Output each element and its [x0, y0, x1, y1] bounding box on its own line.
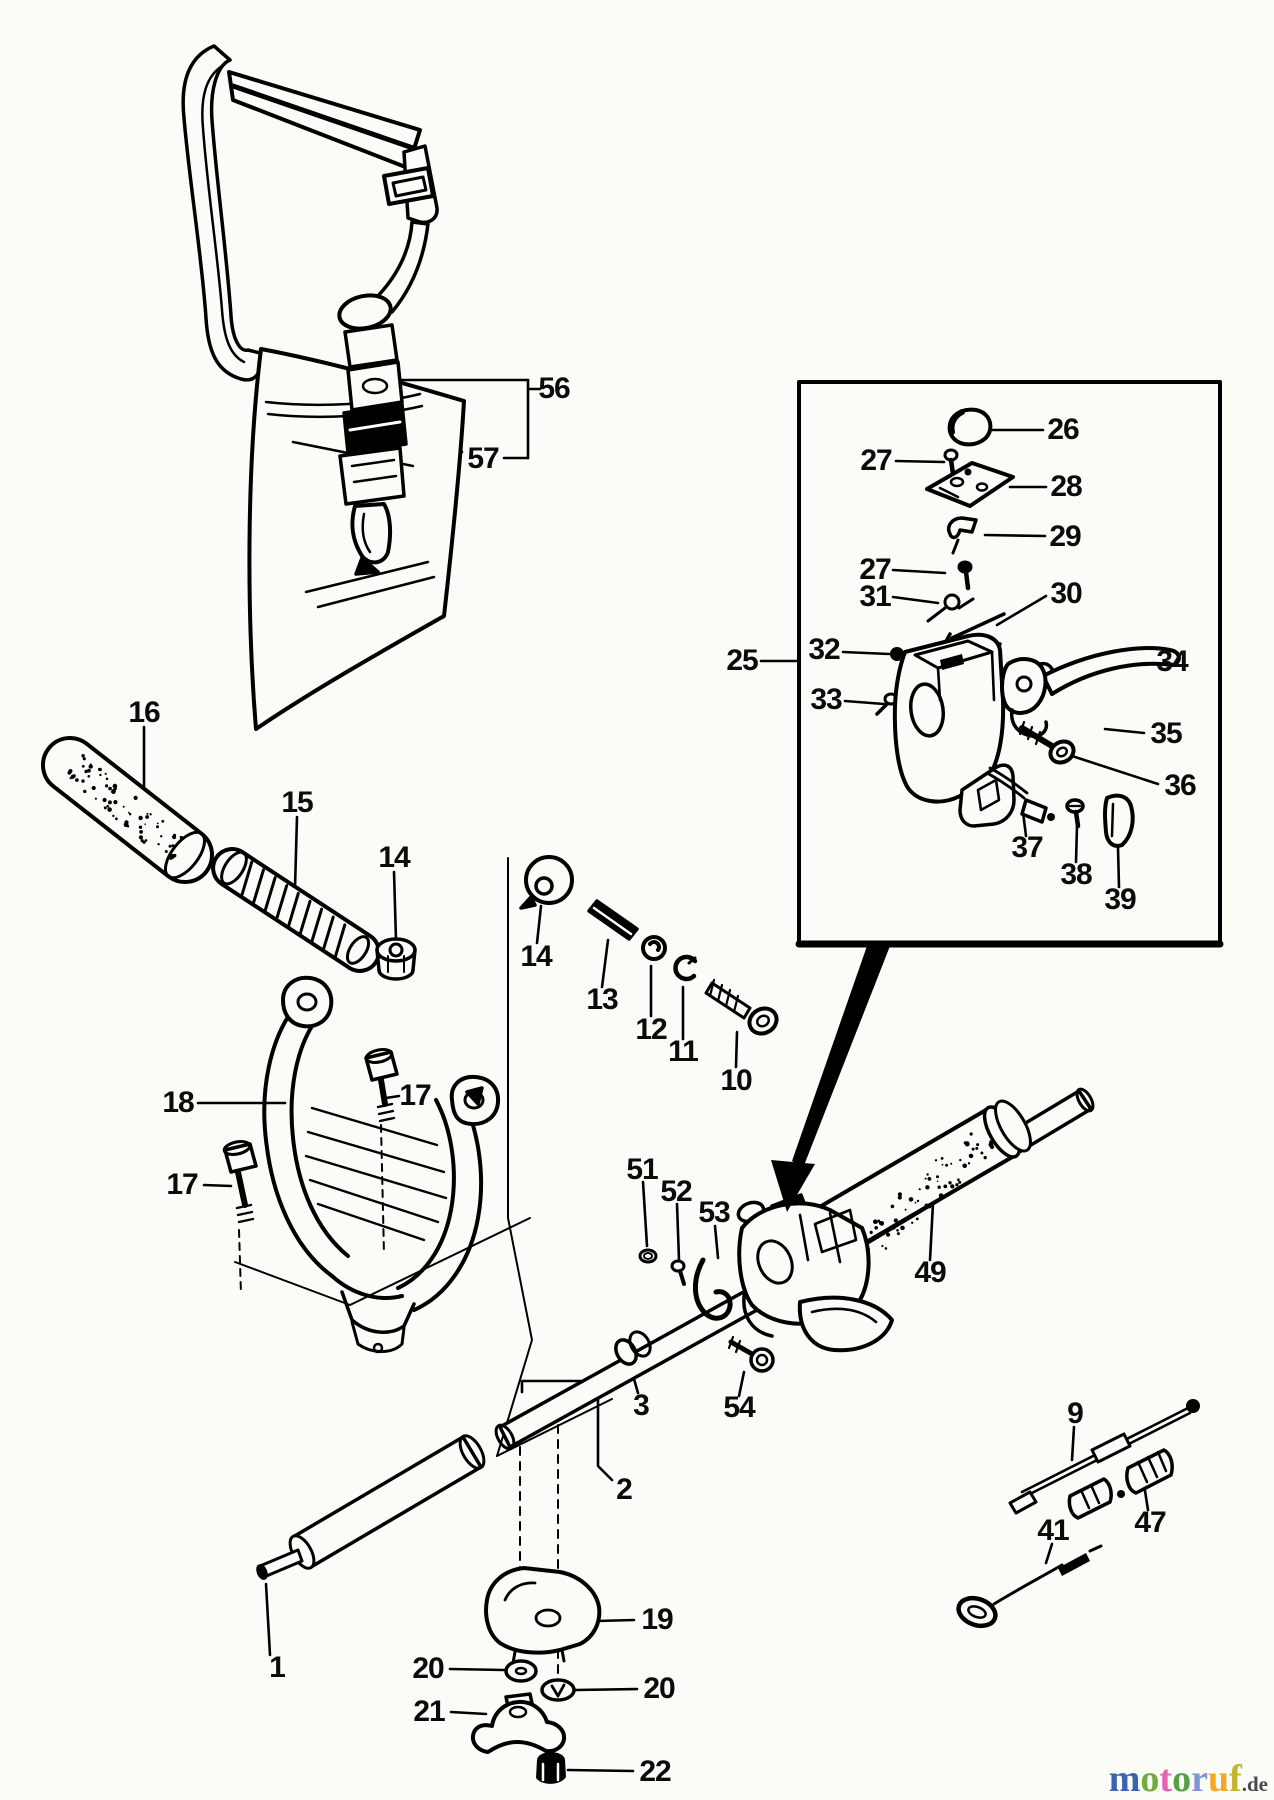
bolt-17-left [222, 1140, 258, 1224]
part-label-3: 3 [633, 1389, 650, 1422]
washer-14 [519, 855, 574, 910]
shoulder-harness [181, 44, 439, 382]
nut-51 [638, 1248, 658, 1264]
harness-buckle-hook [337, 293, 408, 576]
part-label-13: 13 [586, 983, 618, 1016]
part-label-36: 36 [1164, 769, 1196, 802]
part-label-18: 18 [162, 1086, 194, 1119]
part-label-39: 39 [1104, 883, 1136, 916]
nut-22 [536, 1752, 566, 1784]
part-label-56: 56 [538, 372, 570, 405]
part-label-57: 57 [467, 442, 499, 475]
part-label-16: 16 [128, 696, 160, 729]
part-label-1: 1 [269, 1651, 286, 1684]
lock-washer-11 [673, 954, 698, 982]
part-label-51: 51 [626, 1153, 658, 1186]
part-label-29: 29 [1049, 520, 1081, 553]
part-label-20b: 20 [643, 1672, 675, 1705]
stop-switch-wire-41 [956, 1544, 1103, 1629]
watermark-letter: t [1159, 1758, 1173, 1800]
spring-15 [211, 847, 381, 973]
washer-20-upper [504, 1659, 538, 1683]
watermark-suffix: .de [1241, 1772, 1268, 1796]
watermark-letter: f [1229, 1758, 1242, 1800]
part-label-28: 28 [1050, 470, 1082, 503]
watermark-letter: m [1108, 1758, 1141, 1800]
part-label-17r: 17 [399, 1079, 431, 1112]
part-label-35: 35 [1150, 717, 1182, 750]
throttle-cable-9 [1008, 1399, 1200, 1515]
part-label-26: 26 [1047, 413, 1079, 446]
shaft-clamp-19 [484, 1566, 602, 1665]
part-label-41: 41 [1037, 1514, 1069, 1547]
part-label-27a: 27 [860, 444, 892, 477]
part-label-53: 53 [698, 1196, 730, 1229]
wing-knob-21 [470, 1692, 567, 1754]
washer-20-lower [540, 1678, 576, 1702]
part-label-19: 19 [641, 1603, 673, 1636]
cable-joints-47 [1067, 1448, 1174, 1520]
construction-lines [234, 857, 613, 1677]
bolt-54 [727, 1335, 775, 1373]
part-label-2: 2 [616, 1473, 633, 1506]
foam-grip-16 [41, 736, 214, 884]
part-label-34: 34 [1156, 645, 1188, 678]
part-label-52: 52 [660, 1175, 692, 1208]
screw-52 [670, 1259, 686, 1286]
part-label-47: 47 [1134, 1506, 1166, 1539]
bolt-17-right [364, 1048, 399, 1123]
leader-lines [142, 378, 1160, 1773]
part-label-27b: 27 [859, 553, 891, 586]
part-label-20a: 20 [412, 1652, 444, 1685]
part-label-9: 9 [1067, 1397, 1084, 1430]
watermark-letter: o [1140, 1758, 1160, 1800]
part-label-11: 11 [668, 1035, 699, 1068]
watermark-letter: u [1207, 1758, 1230, 1800]
part-label-30: 30 [1050, 577, 1082, 610]
part-label-14b: 14 [520, 940, 552, 973]
part-label-32: 32 [808, 633, 840, 666]
part-label-15: 15 [281, 786, 313, 819]
part-label-38: 38 [1060, 858, 1092, 891]
bolt-10 [704, 978, 779, 1036]
part-label-25: 25 [726, 644, 758, 677]
part-label-21: 21 [413, 1695, 445, 1728]
throttle-housing [736, 1193, 894, 1353]
part-label-22: 22 [639, 1755, 671, 1788]
part-label-14a: 14 [378, 841, 410, 874]
part-label-31: 31 [859, 580, 891, 613]
part-label-10: 10 [720, 1064, 752, 1097]
part-label-54: 54 [723, 1391, 755, 1424]
nut-14 [375, 937, 417, 981]
inset-detail-box [771, 380, 1224, 1212]
pin-13 [587, 899, 639, 941]
throttle-detail-parts [875, 407, 1181, 848]
part-label-37: 37 [1011, 831, 1043, 864]
watermark-letter: r [1191, 1758, 1208, 1800]
part-label-33: 33 [810, 683, 842, 716]
collar-3 [614, 1330, 652, 1366]
handle-bracket-18 [262, 975, 501, 1354]
part-label-17l: 17 [166, 1168, 198, 1201]
washer-12 [641, 935, 667, 961]
part-label-12: 12 [635, 1013, 667, 1046]
watermark-letter: o [1172, 1758, 1192, 1800]
watermark-logo: motoruf.de [1109, 1760, 1268, 1798]
lever-53 [693, 1257, 733, 1321]
part-label-49: 49 [914, 1256, 946, 1289]
